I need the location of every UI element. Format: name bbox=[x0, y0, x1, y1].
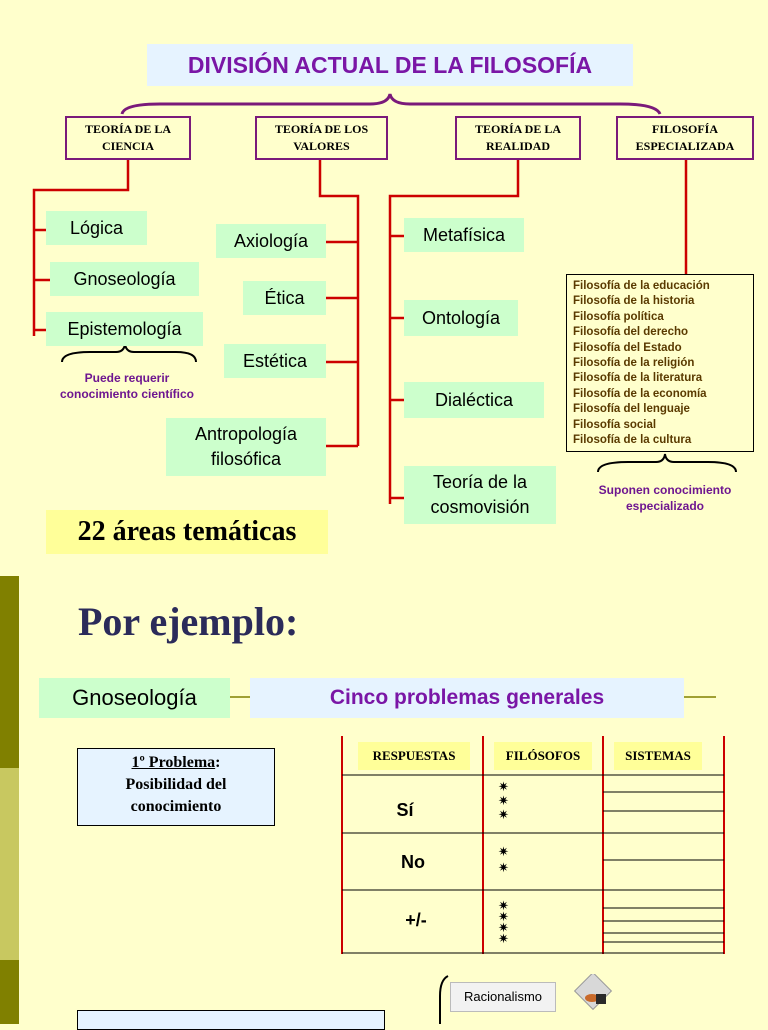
table-row-label: Sí bbox=[396, 800, 414, 820]
category-teoria-valores: TEORÍA DE LOS VALORES bbox=[255, 116, 388, 160]
table-header-filosofos: FILÓSOFOS bbox=[494, 742, 592, 770]
category-filosofia-especializada: FILOSOFÍA ESPECIALIZADA bbox=[616, 116, 754, 160]
category-label: TEORÍA DE LOS VALORES bbox=[274, 122, 369, 153]
problem-title: 1º Problema: bbox=[78, 752, 274, 774]
sidebar-strip-light bbox=[0, 768, 19, 960]
ciencia-note: Puede requerir conocimiento científico bbox=[59, 371, 194, 401]
category-label: FILOSOFÍA ESPECIALIZADA bbox=[635, 122, 735, 153]
leaf-axiologia: Axiología bbox=[216, 224, 326, 258]
table-header-respuestas: RESPUESTAS bbox=[358, 742, 470, 770]
leaf-logica: Lógica bbox=[46, 211, 147, 245]
list-item: Filosofía de la literatura bbox=[573, 372, 703, 385]
table-row-label: +/- bbox=[405, 910, 427, 930]
leaf-epistemologia: Epistemología bbox=[46, 312, 203, 346]
especializada-note: Suponen conocimiento especializado bbox=[598, 483, 732, 513]
leaf-antropologia: Antropología filosófica bbox=[166, 418, 326, 476]
table-header-sistemas: SISTEMAS bbox=[614, 742, 702, 770]
gnoseologia-label: Gnoseología bbox=[39, 678, 230, 718]
table-row-label: No bbox=[401, 852, 425, 872]
table-grid bbox=[341, 736, 725, 954]
example-heading: Por ejemplo: bbox=[78, 599, 299, 644]
sidebar-strip-dark-2 bbox=[0, 960, 19, 1024]
racionalismo-label: Racionalismo bbox=[450, 982, 556, 1012]
leaf-teoria-cosmovision: Teoría de la cosmovisión bbox=[404, 466, 556, 524]
problem-text: Posibilidad del conocimiento bbox=[125, 776, 227, 815]
category-label: TEORÍA DE LA CIENCIA bbox=[84, 122, 172, 153]
category-teoria-realidad: TEORÍA DE LA REALIDAD bbox=[455, 116, 581, 160]
list-item: Filosofía de la cultura bbox=[573, 434, 692, 447]
list-item: Filosofía de la religión bbox=[573, 357, 695, 370]
category-teoria-ciencia: TEORÍA DE LA CIENCIA bbox=[65, 116, 191, 160]
list-item: Filosofía de la historia bbox=[573, 295, 695, 308]
star-icons-row-no: ✷✷ bbox=[498, 844, 509, 875]
problem-title-colon: : bbox=[215, 754, 221, 771]
second-problem-box bbox=[77, 1010, 385, 1030]
especializada-list: Filosofía de la educación Filosofía de l… bbox=[566, 274, 754, 452]
problem-title-text: 1º Problema bbox=[131, 754, 216, 771]
leaf-etica: Ética bbox=[243, 281, 326, 315]
star-icons-row-mixed: ✷✷✷✷ bbox=[498, 898, 509, 946]
list-item: Filosofía del Estado bbox=[573, 341, 682, 354]
list-item: Filosofía política bbox=[573, 310, 664, 323]
cinco-problemas-title: Cinco problemas generales bbox=[250, 678, 684, 718]
list-item: Filosofía de la economía bbox=[573, 387, 707, 400]
leaf-ontologia: Ontología bbox=[404, 300, 518, 336]
problem-box: 1º Problema: Posibilidad del conocimient… bbox=[77, 748, 275, 826]
leaf-dialectica: Dialéctica bbox=[404, 382, 544, 418]
leaf-metafisica: Metafísica bbox=[404, 218, 524, 252]
leaf-estetica: Estética bbox=[224, 344, 326, 378]
list-item: Filosofía de la educación bbox=[573, 280, 710, 292]
areas-tematicas: 22 áreas temáticas bbox=[46, 510, 328, 554]
list-item: Filosofía del lenguaje bbox=[573, 403, 690, 416]
list-item: Filosofía del derecho bbox=[573, 326, 689, 339]
answers-table: RESPUESTAS FILÓSOFOS SISTEMAS Sí No +/- … bbox=[340, 736, 726, 954]
sidebar-strip-dark bbox=[0, 576, 19, 768]
diagram-title: DIVISIÓN ACTUAL DE LA FILOSOFÍA bbox=[147, 44, 633, 86]
category-label: TEORÍA DE LA REALIDAD bbox=[474, 122, 562, 153]
hand-pencil-icon bbox=[570, 971, 614, 1018]
leaf-gnoseologia: Gnoseología bbox=[50, 262, 199, 296]
list-item: Filosofía social bbox=[573, 418, 657, 431]
star-icons-row-si: ✷✷✷ bbox=[498, 779, 509, 822]
